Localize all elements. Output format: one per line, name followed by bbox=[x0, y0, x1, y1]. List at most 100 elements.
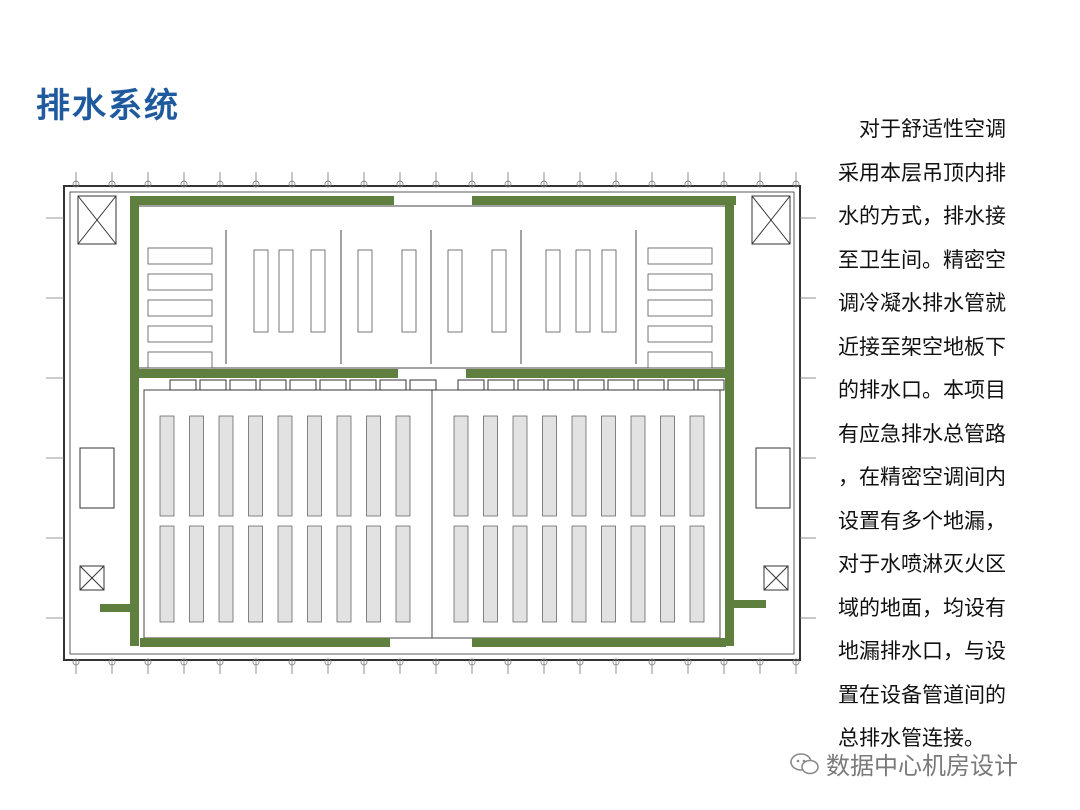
ac-unit bbox=[487, 379, 515, 391]
column-marker bbox=[216, 180, 224, 188]
equipment-box bbox=[147, 325, 213, 343]
column-marker bbox=[756, 180, 764, 188]
equipment-box bbox=[447, 249, 463, 333]
column-marker bbox=[252, 180, 260, 188]
rack-row bbox=[601, 415, 616, 517]
column-marker bbox=[144, 658, 152, 666]
column-marker bbox=[72, 180, 80, 188]
equipment-box bbox=[647, 247, 713, 265]
rack-row bbox=[512, 415, 528, 517]
rack-row bbox=[336, 525, 352, 623]
column-marker bbox=[360, 180, 368, 188]
description-line: 水的方式，排水接 bbox=[838, 204, 1006, 228]
rack-row bbox=[395, 525, 411, 623]
column-marker bbox=[468, 180, 476, 188]
rack-row bbox=[660, 525, 675, 623]
column-marker bbox=[360, 658, 368, 666]
description-text: 对于舒适性空调 采用本层吊顶内排 水的方式，排水接 至卫生间。精密空 调冷凝水排… bbox=[838, 108, 1048, 761]
ac-unit bbox=[229, 379, 257, 391]
column-marker bbox=[684, 658, 692, 666]
column-marker bbox=[396, 180, 404, 188]
column-marker bbox=[180, 180, 188, 188]
watermark: 数据中心机房设计 bbox=[790, 746, 1018, 781]
equipment-box bbox=[647, 325, 713, 343]
equipment-box bbox=[278, 249, 294, 333]
rack-row bbox=[601, 525, 616, 623]
description-line: 地漏排水口，与设 bbox=[838, 639, 1006, 663]
rack-row bbox=[189, 415, 204, 517]
rack-row bbox=[483, 525, 498, 623]
ac-unit bbox=[697, 379, 725, 391]
rack-row bbox=[483, 415, 498, 517]
equipment-box bbox=[253, 249, 269, 333]
column-marker bbox=[648, 658, 656, 666]
column-marker bbox=[576, 180, 584, 188]
equipment-box bbox=[357, 249, 373, 333]
column-marker bbox=[144, 180, 152, 188]
rack-row bbox=[277, 525, 293, 623]
rack-row bbox=[189, 525, 204, 623]
equipment-box bbox=[647, 273, 713, 291]
column-marker bbox=[324, 658, 332, 666]
ac-unit bbox=[379, 379, 407, 391]
equipment-box bbox=[310, 249, 326, 333]
column-marker bbox=[216, 658, 224, 666]
rack-row bbox=[542, 415, 557, 517]
ac-unit bbox=[607, 379, 635, 391]
column-marker bbox=[180, 658, 188, 666]
column-marker bbox=[468, 658, 476, 666]
column-marker bbox=[108, 180, 116, 188]
rack-row bbox=[218, 525, 234, 623]
rack-row bbox=[307, 525, 322, 623]
watermark-text: 数据中心机房设计 bbox=[826, 752, 1018, 780]
column-marker bbox=[504, 180, 512, 188]
ac-unit bbox=[517, 379, 545, 391]
rack-row bbox=[248, 415, 263, 517]
stair-core-right bbox=[751, 195, 791, 591]
column-marker bbox=[648, 180, 656, 188]
ac-unit bbox=[667, 379, 695, 391]
ac-unit bbox=[169, 379, 197, 391]
ac-unit bbox=[199, 379, 227, 391]
precision-ac-units bbox=[169, 379, 725, 391]
equipment-box bbox=[147, 273, 213, 291]
equipment-box bbox=[575, 249, 591, 333]
column-marker bbox=[612, 658, 620, 666]
rack-row bbox=[630, 525, 646, 623]
column-marker bbox=[576, 658, 584, 666]
equipment-box bbox=[147, 247, 213, 265]
column-marker bbox=[684, 180, 692, 188]
equipment-box bbox=[647, 351, 713, 369]
ac-unit bbox=[409, 379, 437, 391]
column-marker bbox=[288, 180, 296, 188]
rack-row bbox=[453, 525, 469, 623]
column-marker bbox=[540, 180, 548, 188]
description-line: 总排水管连接。 bbox=[838, 726, 985, 750]
ac-unit bbox=[577, 379, 605, 391]
rack-row bbox=[512, 525, 528, 623]
upper-equipment bbox=[147, 247, 713, 369]
rack-row bbox=[366, 415, 381, 517]
rack-row bbox=[689, 525, 705, 623]
outer-walls bbox=[63, 185, 801, 661]
ac-unit bbox=[349, 379, 377, 391]
description-line: 对于水喷淋灭火区 bbox=[838, 552, 1006, 576]
column-marker bbox=[72, 658, 80, 666]
equipment-box bbox=[147, 351, 213, 369]
rack-row bbox=[159, 415, 175, 517]
wechat-icon bbox=[790, 752, 819, 774]
column-marker bbox=[612, 180, 620, 188]
description-line: 对于舒适性空调 bbox=[859, 117, 1006, 141]
description-line: 至卫生间。精密空 bbox=[838, 247, 1006, 272]
rack-row bbox=[159, 525, 175, 623]
rack-row bbox=[630, 415, 646, 517]
description-line: 近接至架空地板下 bbox=[838, 334, 1006, 359]
column-marker bbox=[432, 180, 440, 188]
column-marker bbox=[324, 180, 332, 188]
equipment-box bbox=[545, 249, 561, 333]
rack-row bbox=[307, 415, 322, 517]
ac-unit bbox=[259, 379, 287, 391]
description-line: 调冷凝水排水管就 bbox=[838, 291, 1006, 315]
rack-row bbox=[336, 415, 352, 517]
equipment-box bbox=[601, 249, 617, 333]
